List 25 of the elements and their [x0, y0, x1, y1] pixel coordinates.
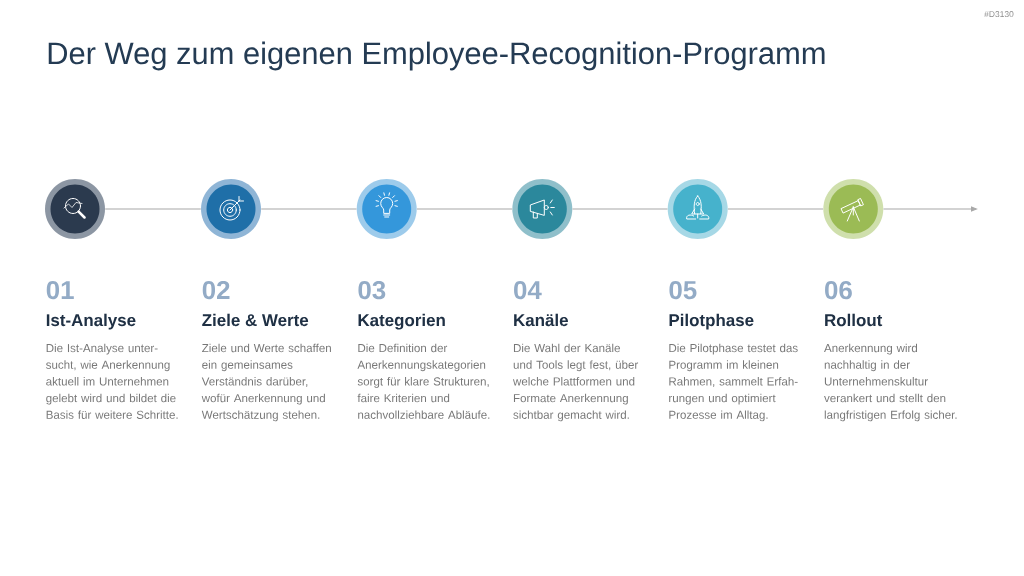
step-title: Ist-Analyse: [46, 313, 136, 330]
step-description: Die Definition der Anerkennungskategorien sorgt für klare Strukturen, faire Kriterien und nachvollziehbare Abläufe.: [357, 343, 490, 419]
step-description: Ziele und Werte schaffen ein gemeinsames Verständnis darüber, wofür Anerkennung und Wertschätzung stehen.: [201, 343, 331, 422]
step-title: Ziele & Werte: [202, 313, 309, 327]
reference-code: #D3130: [984, 11, 1014, 18]
connector-line: [727, 208, 824, 210]
step-title: Kategorien: [358, 313, 445, 330]
step-number: 01: [46, 280, 74, 300]
step-description: Die Ist-Analyse unter- sucht, wie Anerkennung aktuell im Unternehmen gelebt wird und bildet die Basis für weitere Schritte.: [46, 343, 178, 419]
step-number: 04: [514, 280, 542, 300]
connector-line: [416, 208, 513, 210]
connector-line: [104, 208, 202, 210]
step-number: 06: [825, 280, 852, 300]
step-number: 03: [358, 280, 386, 300]
connector-line: [571, 208, 669, 210]
step-title: Rollout: [825, 313, 883, 327]
step-description: Die Pilotphase testet das Programm im kleinen Rahmen, sammelt Erfah- rungen und optimiert Prozesse im Alltag.: [669, 343, 798, 422]
step-number: 05: [669, 280, 697, 300]
step-number: 02: [202, 280, 230, 300]
step-description: Die Wahl der Kanäle und Tools legt fest, über welche Plattformen und Formate Anerkennung sichtbar gemacht wird.: [513, 343, 639, 422]
step-title: Kanäle: [514, 313, 568, 327]
step-title: Pilotphase: [669, 313, 754, 330]
connector-line: [260, 208, 358, 210]
step-description: Anerkennung wird nachhaltig in der Unternehmenskultur verankert und stellt den langfristigen Erfolg sicher.: [824, 343, 957, 422]
slide-title: Der Weg zum eigenen Employee-Recognition-Programm: [48, 41, 825, 71]
